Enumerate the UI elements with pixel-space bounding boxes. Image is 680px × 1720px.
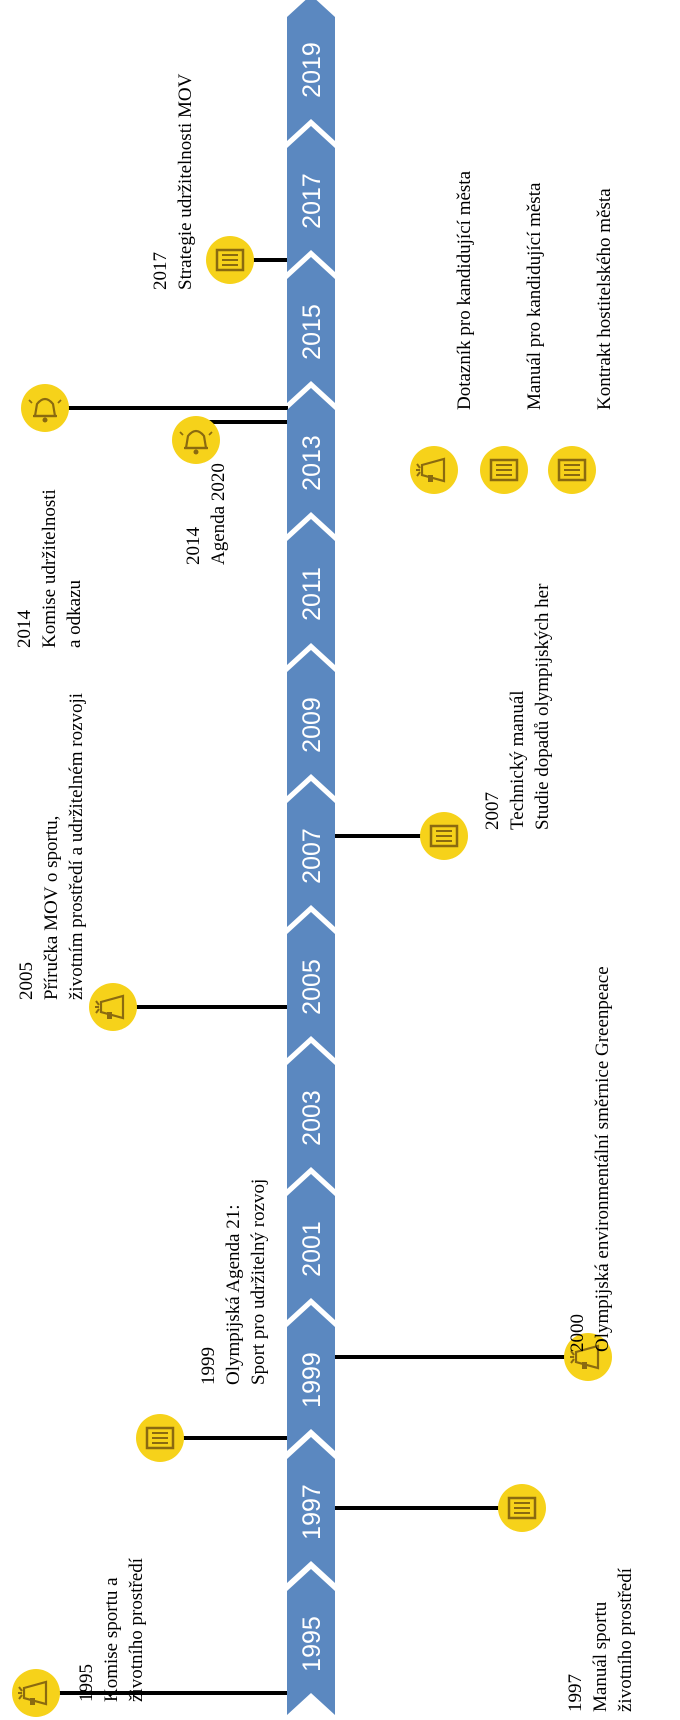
year-arrow-1999: 1999 (287, 1305, 335, 1451)
megaphone-icon-e2005 (89, 983, 137, 1031)
event-icons (12, 236, 612, 1717)
megaphone-icon-e2000 (564, 1333, 612, 1381)
event-text-line: Strategie udržitelnosti MOV (175, 73, 196, 290)
chevron-shape (287, 0, 335, 141)
bell-icon-e2014b (172, 416, 220, 464)
year-arrow-2013: 2013 (287, 388, 335, 534)
chevron-shape (287, 1305, 335, 1451)
chevron-shape (287, 519, 335, 665)
chevron-shape (287, 388, 335, 534)
event-text-line: Komise sportu a (101, 1577, 122, 1702)
event-text-line: Komise udržitelnosti (39, 489, 60, 648)
legend-label: Kontrakt hostitelského města (594, 188, 615, 410)
bell-icon-e2014a (21, 384, 69, 432)
year-label: 2003 (298, 1090, 326, 1146)
event-text-line: Technický manuál (507, 690, 528, 830)
year-label: 2019 (298, 42, 326, 98)
year-arrow-2001: 2001 (287, 1174, 335, 1320)
year-label: 1997 (298, 1484, 326, 1540)
document-icon-e2007 (420, 812, 468, 860)
year-label: 2009 (298, 697, 326, 753)
document-icon-e1999 (136, 1414, 184, 1462)
event-text-line: Studie dopadů olympijských her (532, 583, 553, 830)
year-arrow-2011: 2011 (287, 519, 335, 665)
chevron-shape (287, 1569, 335, 1715)
chevron-shape (287, 126, 335, 272)
year-label: 1999 (298, 1352, 326, 1408)
chevron-shape (287, 650, 335, 796)
year-arrow-1995: 1995 (287, 1569, 335, 1715)
megaphone-icon (410, 446, 458, 494)
chevron-shape (287, 1043, 335, 1189)
event-text-line: Příručka MOV o sportu, (41, 816, 62, 1000)
year-label: 2005 (298, 959, 326, 1015)
chevron-shape (287, 257, 335, 403)
event-text-line: Manuál sportu (590, 1601, 611, 1712)
event-text-line: Olympijská Agenda 21: (223, 1205, 244, 1385)
event-text-line: 2014 (14, 610, 35, 649)
legend-item: Dotazník pro kandidující města (410, 170, 475, 494)
year-arrow-2017: 2017 (287, 126, 335, 272)
event-text-line: životního prostředí (615, 1567, 636, 1712)
event-text-line: životním prostředí a udržitelném rozvoji (66, 693, 87, 1000)
legend-label: Dotazník pro kandidující města (454, 170, 475, 410)
year-arrow-2005: 2005 (287, 912, 335, 1058)
year-label: 2007 (298, 828, 326, 884)
chevron-shape (287, 781, 335, 927)
event-text-line: životního prostředí (126, 1557, 147, 1702)
event-text-line: 2005 (16, 962, 37, 1000)
document-icon-e2017 (206, 236, 254, 284)
document-icon (548, 446, 596, 494)
year-arrow-2003: 2003 (287, 1043, 335, 1189)
chevron-shape (287, 912, 335, 1058)
chevron-shape (287, 1437, 335, 1583)
event-text-line: 2007 (482, 792, 503, 830)
legend: Dotazník pro kandidující města Manuál pro… (410, 170, 615, 494)
legend-item: Kontrakt hostitelského města (548, 188, 615, 494)
document-icon (480, 446, 528, 494)
year-label: 2001 (298, 1221, 326, 1277)
legend-label: Manuál pro kandidující města (524, 182, 545, 410)
year-arrow-2007: 2007 (287, 781, 335, 927)
megaphone-icon-e1995 (12, 1669, 60, 1717)
event-text-line: 2014 (183, 527, 204, 566)
year-arrow-2009: 2009 (287, 650, 335, 796)
event-text-line: Sport pro udržitelný rozvoj (248, 1179, 269, 1385)
year-label: 1995 (298, 1616, 326, 1672)
year-label: 2011 (298, 567, 326, 621)
event-text-line: 1997 (565, 1674, 586, 1712)
event-text-line: 2017 (150, 252, 171, 290)
document-icon-e1997 (498, 1484, 546, 1532)
year-arrow-2015: 2015 (287, 257, 335, 403)
event-text-line: Olympijská environmentální směrnice Gree… (592, 966, 613, 1352)
event-text-line: a odkazu (64, 579, 85, 648)
year-arrow-2019: 2019 (287, 0, 335, 141)
event-text-line: 2000 (567, 1314, 588, 1352)
year-label: 2017 (298, 173, 326, 229)
event-text-line: Agenda 2020 (208, 463, 229, 565)
event-text-line: 1999 (198, 1347, 219, 1385)
year-label: 2013 (298, 435, 326, 491)
chevron-shape (287, 1174, 335, 1320)
legend-item: Manuál pro kandidující města (480, 182, 545, 494)
year-arrow-1997: 1997 (287, 1437, 335, 1583)
year-arrows: 1995 1997 1999 2001 2003 2005 2007 2009 2011 2013… (287, 0, 335, 1715)
year-label: 2015 (298, 304, 326, 360)
event-text-line: 1995 (76, 1664, 97, 1702)
